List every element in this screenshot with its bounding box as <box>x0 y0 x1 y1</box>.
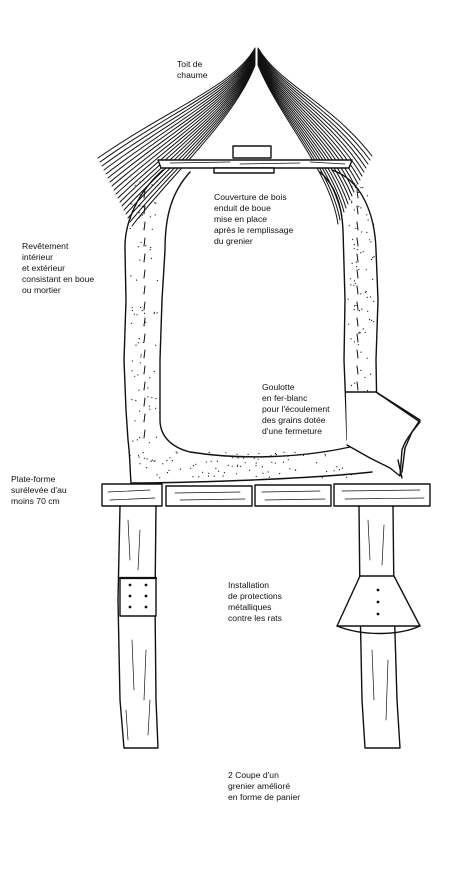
label-mud-coating: Revêtement intérieur et extérieur consis… <box>22 241 95 295</box>
left-post <box>117 505 159 749</box>
label-tin-chute: Goulotte en fer-blanc pour l'écoulement … <box>262 382 330 436</box>
label-rat-guards: Installation de protections métalliques … <box>228 580 282 623</box>
tin-chute <box>345 391 421 479</box>
right-post <box>336 505 421 749</box>
label-raised-platform: Plate-forme surélevée d'au moins 70 cm <box>11 474 67 506</box>
label-wooden-cover: Couverture de bois enduit de boue mise e… <box>214 192 294 246</box>
platform-planks <box>101 483 431 507</box>
wooden-lid <box>157 145 353 174</box>
figure-caption: 2 Coupe d'un grenier amélioré en forme d… <box>228 770 301 802</box>
label-thatched-roof: Toit de chaume <box>177 59 208 80</box>
